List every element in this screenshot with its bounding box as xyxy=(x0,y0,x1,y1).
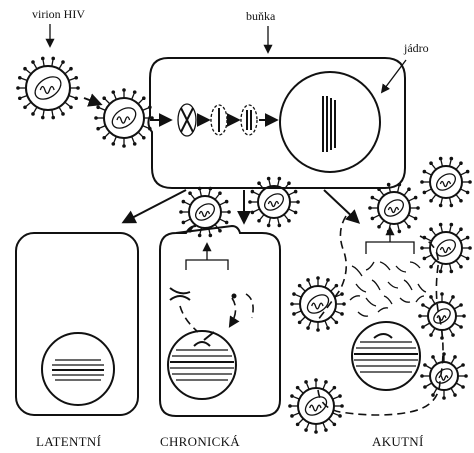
arrow-to-latent xyxy=(124,190,186,222)
arrow-to-acute xyxy=(324,190,358,222)
svg-text:virion HIV: virion HIV xyxy=(32,7,85,21)
nucleus-top xyxy=(280,72,380,172)
rna-fragment xyxy=(366,262,374,270)
latent-cell xyxy=(16,233,138,415)
virion-icon xyxy=(16,57,80,120)
rna-fragment xyxy=(404,280,412,290)
label-cell: buňka xyxy=(246,9,276,52)
rna-fragment xyxy=(400,298,410,302)
virion-acute-icon xyxy=(368,183,420,233)
rna-fragment xyxy=(384,296,392,304)
virion-released-icon xyxy=(248,177,300,227)
virion-acute-icon xyxy=(288,378,344,434)
arrow-attach xyxy=(84,98,100,104)
rna-fragment xyxy=(396,266,406,272)
rna-fragment xyxy=(350,296,360,300)
svg-text:jádro: jádro xyxy=(403,41,429,55)
label-virion: virion HIV xyxy=(32,7,85,46)
top-cell xyxy=(148,58,405,188)
stage-label-chronic: CHRONICKÁ xyxy=(160,434,240,449)
virion-acute-icon xyxy=(418,292,466,340)
stage-label-acute: AKUTNÍ xyxy=(372,434,424,449)
rna-fragments xyxy=(350,262,426,316)
virion-entering-icon xyxy=(94,88,154,148)
virion-acute-icon xyxy=(290,276,346,332)
chronic-cell xyxy=(160,226,280,416)
rna-fragment xyxy=(410,262,420,268)
rna-to-dna-sequence xyxy=(178,104,276,136)
virion-acute-icon xyxy=(420,157,472,207)
rna-fragment xyxy=(416,296,424,302)
rna-fragment xyxy=(418,284,426,292)
rna-fragment xyxy=(378,308,388,312)
svg-text:buňka: buňka xyxy=(246,9,276,23)
rna-fragment xyxy=(356,284,366,292)
rna-fragment xyxy=(380,262,390,270)
virion-acute-icon xyxy=(420,352,468,400)
rna-fragment xyxy=(372,280,380,290)
rna-fragment xyxy=(388,282,398,288)
virion-acute-icon xyxy=(420,223,472,273)
rna-fragment xyxy=(352,266,362,276)
stage-label-latent: LATENTNÍ xyxy=(36,434,101,449)
rna-fragment xyxy=(358,312,368,316)
rna-fragment xyxy=(366,298,376,306)
